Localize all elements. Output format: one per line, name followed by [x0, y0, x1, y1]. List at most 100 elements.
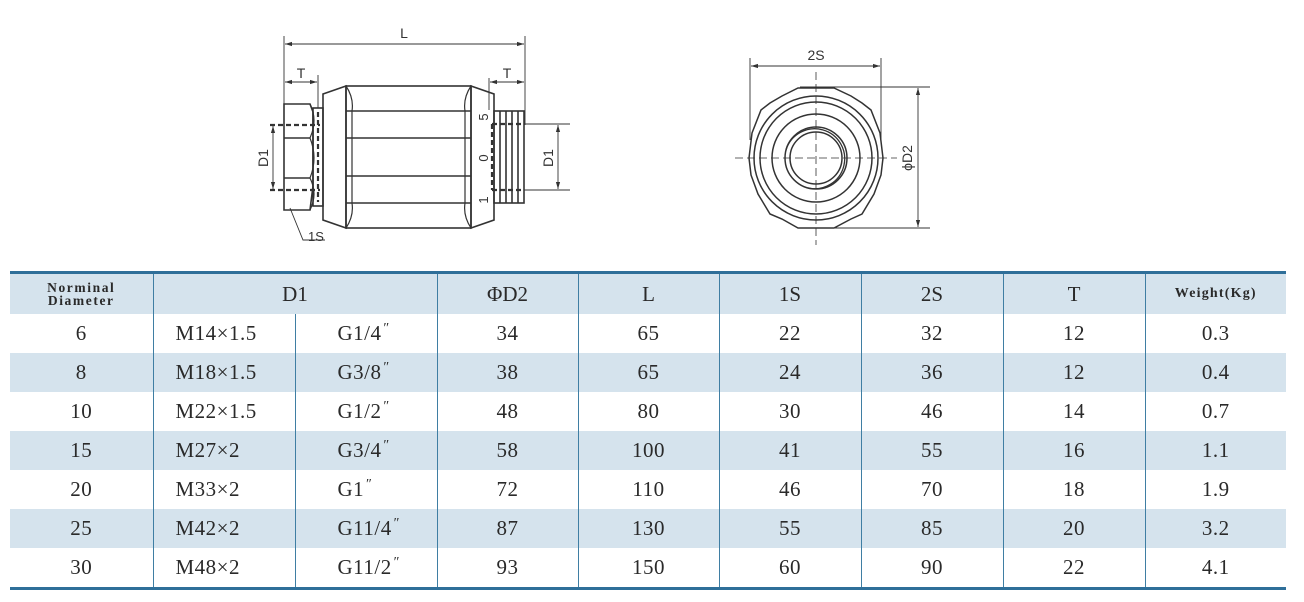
cell-2s: 55	[860, 431, 1004, 470]
side-view-drawing	[270, 36, 570, 241]
cell-nominal-diameter: 6	[75, 321, 87, 345]
label-1S: 1S	[308, 229, 324, 244]
header-1s: 1S	[718, 272, 862, 314]
cell-l: 130	[577, 509, 720, 548]
inch-mark: ″	[382, 360, 389, 375]
cell-1s: 46	[718, 470, 862, 509]
label-L: L	[400, 25, 408, 41]
label-D1-left: D1	[255, 149, 271, 167]
cell-l: 110	[577, 470, 720, 509]
cell-d1-pipe-value: G1/4	[337, 321, 382, 345]
cell-d1-pipe: G1″	[294, 470, 438, 509]
cell-d1-metric: M33×2	[152, 470, 295, 509]
cell-d2: 58	[436, 431, 579, 470]
inch-mark: ″	[392, 516, 400, 531]
end-view-labels: 2S ϕD2	[807, 47, 915, 171]
cell-t: 16	[1002, 431, 1146, 470]
cell-d2: 48	[436, 392, 579, 431]
cell-t: 18	[1002, 470, 1146, 509]
cell-d1-metric: M22×1.5	[152, 392, 295, 431]
label-D1-right: D1	[540, 149, 556, 167]
cell-d2: 93	[436, 548, 579, 589]
cell-d1-pipe: G11/4″	[294, 509, 438, 548]
cell-1s: 55	[718, 509, 862, 548]
cell-1s: 30	[718, 392, 862, 431]
cell-l: 80	[577, 392, 720, 431]
cell-d1-pipe-value: G1	[337, 477, 365, 501]
cell-1s: 60	[718, 548, 862, 589]
cell-d2: 34	[436, 314, 579, 353]
cell-l: 65	[577, 314, 720, 353]
cell-d1-metric: M18×1.5	[152, 353, 295, 392]
header-d2: ΦD2	[436, 272, 579, 314]
specification-table: Norminal Diameter D1 ΦD2 L 1S 2S T Weigh…	[10, 271, 1287, 590]
table-row: 25 M42×2 G11/4″ 87 130 55 85 20 3.2	[10, 509, 1287, 548]
cell-d1-pipe: G1/4″	[294, 314, 438, 353]
cell-d1-metric: M48×2	[152, 548, 295, 589]
header-nominal-line2: Diameter	[47, 293, 115, 308]
table-row: 15 M27×2 G3/4″ 58 100 41 55 16 1.1	[10, 431, 1287, 470]
cell-d1-pipe: G1/2″	[294, 392, 438, 431]
table-header-row: Norminal Diameter D1 ΦD2 L 1S 2S T Weigh…	[10, 272, 1287, 314]
cell-weight: 3.2	[1144, 509, 1287, 548]
label-T-right: T	[503, 65, 512, 81]
cell-weight: 4.1	[1144, 548, 1287, 589]
body-mark-0: 0	[476, 154, 491, 161]
inch-mark: ″	[365, 477, 372, 492]
table-body: 6 M14×1.5 G1/4″ 34 65 22 32 12 0.3 8 M18…	[10, 314, 1287, 589]
cell-d1-metric: M42×2	[152, 509, 295, 548]
inch-mark: ″	[382, 321, 389, 336]
technical-drawing: L T T D1 D1 1S 5 0 1	[0, 0, 1304, 262]
label-T-left: T	[297, 65, 306, 81]
cell-t: 20	[1002, 509, 1146, 548]
table-row: 6 M14×1.5 G1/4″ 34 65 22 32 12 0.3	[10, 314, 1287, 353]
cell-d1-pipe-value: G11/2	[337, 555, 392, 579]
cell-2s: 85	[860, 509, 1004, 548]
cell-d2: 72	[436, 470, 579, 509]
cell-1s: 41	[718, 431, 862, 470]
header-weight: Weight(Kg)	[1144, 272, 1287, 314]
cell-nominal-diameter: 8	[10, 353, 153, 392]
inch-mark: ″	[392, 555, 400, 570]
label-2S: 2S	[807, 47, 824, 63]
cell-t: 12	[1002, 353, 1146, 392]
header-2s: 2S	[860, 272, 1004, 314]
cell-l: 100	[577, 431, 720, 470]
cell-d1-pipe: G3/8″	[294, 353, 438, 392]
body-mark-1: 1	[476, 196, 491, 203]
cell-weight: 0.7	[1144, 392, 1287, 431]
cell-1s: 24	[718, 353, 862, 392]
body-mark-5: 5	[476, 113, 491, 120]
cell-d1-pipe-value: G3/8	[337, 360, 382, 384]
cell-2s: 90	[860, 548, 1004, 589]
table-row: 8 M18×1.5 G3/8″ 38 65 24 36 12 0.4	[10, 353, 1287, 392]
header-nominal-diameter: Norminal Diameter	[10, 272, 153, 314]
cell-d1-pipe-value: G3/4	[337, 438, 382, 462]
cell-1s: 22	[718, 314, 862, 353]
inch-mark: ″	[382, 438, 389, 453]
cell-nominal-diameter: 30	[70, 555, 93, 579]
cell-weight: 0.4	[1144, 353, 1287, 392]
cell-d1-metric: M27×2	[152, 431, 295, 470]
table-row: 10 M22×1.5 G1/2″ 48 80 30 46 14 0.7	[10, 392, 1287, 431]
cell-2s: 70	[860, 470, 1004, 509]
table-row: 30 M48×2 G11/2″ 93 150 60 90 22 4.1	[10, 548, 1287, 589]
header-l: L	[577, 272, 720, 314]
cell-t: 22	[1002, 548, 1146, 589]
header-t: T	[1002, 272, 1146, 314]
cell-d2: 38	[436, 353, 579, 392]
header-d1: D1	[152, 272, 438, 314]
cell-l: 150	[577, 548, 720, 589]
header-nominal-line1: Norminal	[47, 280, 116, 295]
cell-t: 12	[1002, 314, 1146, 353]
cell-d2: 87	[436, 509, 579, 548]
cell-nominal-diameter: 20	[70, 477, 93, 501]
cell-d1-metric: M14×1.5	[152, 314, 295, 353]
cell-d1-pipe: G11/2″	[294, 548, 438, 589]
table-row: 20 M33×2 G1″ 72 110 46 70 18 1.9	[10, 470, 1287, 509]
end-view-drawing	[735, 58, 930, 245]
cell-weight: 0.3	[1144, 314, 1287, 353]
side-view-labels: L T T D1 D1 1S 5 0 1	[255, 25, 556, 244]
cell-d1-pipe: G3/4″	[294, 431, 438, 470]
cell-d1-pipe-value: G11/4	[337, 516, 392, 540]
